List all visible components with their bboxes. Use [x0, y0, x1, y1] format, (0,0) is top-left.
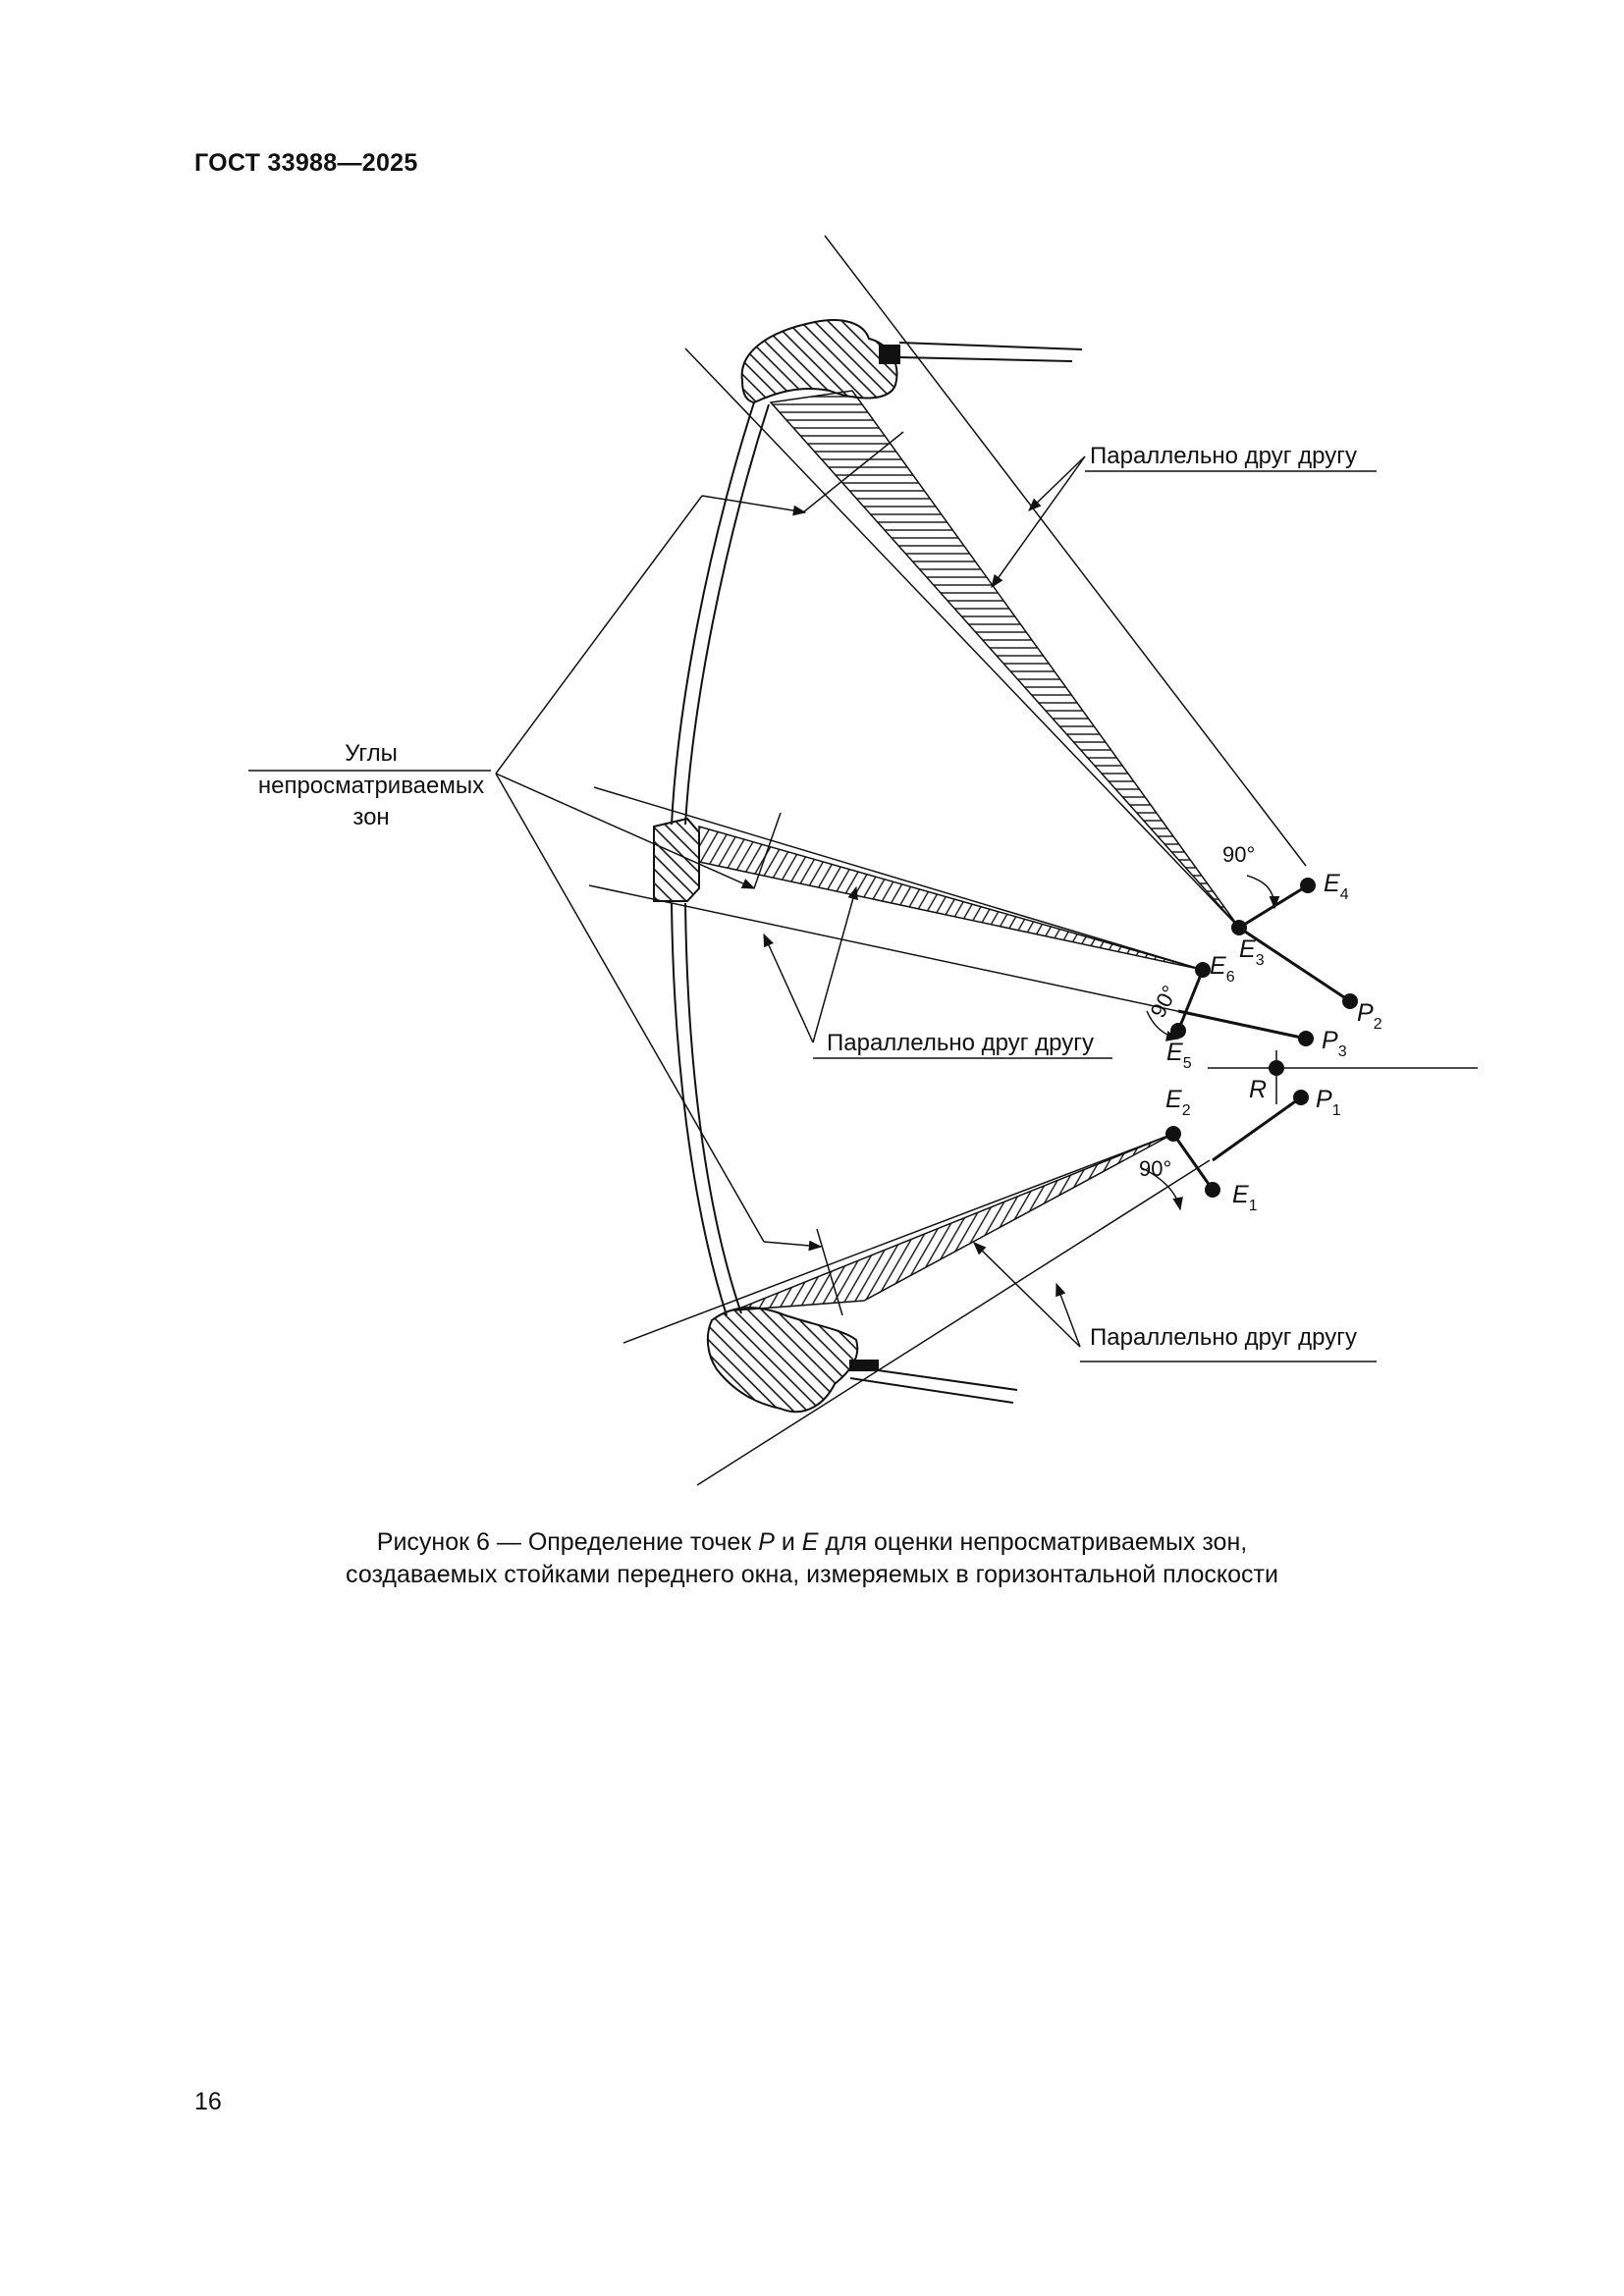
label-parallel-bottom: Параллельно друг другу	[1090, 1324, 1357, 1351]
point-E5	[1170, 1023, 1186, 1039]
top-blind-wedge	[769, 390, 1240, 929]
label-blind-angles-2: непросматриваемых	[258, 773, 484, 799]
caption-line-2: создаваемых стойками переднего окна, изм…	[346, 1561, 1278, 1588]
ref-line-mid-1	[593, 786, 1204, 971]
label-parallel-top: Параллельно друг другу	[1090, 443, 1357, 469]
angle-label-middle: 90°	[1145, 982, 1182, 1022]
label-E5: E5	[1166, 1039, 1192, 1072]
point-R	[1269, 1060, 1284, 1076]
label-blind-angles-3: зон	[352, 804, 389, 830]
point-E1	[1205, 1182, 1220, 1198]
middle-blind-wedge	[698, 826, 1204, 971]
caption-prefix: Рисунок 6 — Определение точек	[376, 1528, 759, 1556]
document-header: ГОСТ 33988—2025	[194, 149, 418, 177]
point-E4	[1300, 878, 1316, 893]
page-number: 16	[194, 2088, 222, 2115]
label-P1: P1	[1316, 1086, 1341, 1119]
label-E2: E2	[1165, 1086, 1191, 1119]
figure-caption: Рисунок 6 — Определение точек P и E для …	[0, 1526, 1624, 1591]
windshield-arc	[671, 401, 770, 1316]
point-P1	[1293, 1090, 1309, 1105]
caption-P: P	[758, 1528, 775, 1556]
caption-suffix: для оценки непросматриваемых зон,	[818, 1528, 1248, 1556]
point-E3	[1231, 920, 1247, 935]
point-E2	[1165, 1126, 1181, 1142]
caption-line-1: Рисунок 6 — Определение точек P и E для …	[0, 1526, 1624, 1559]
label-P2: P2	[1357, 999, 1382, 1033]
top-pillar-section	[740, 318, 1083, 404]
label-E4: E4	[1324, 870, 1349, 903]
figure-6-diagram: Углы непросматриваемых зон Параллельно д…	[248, 235, 1478, 1486]
label-E6: E6	[1210, 952, 1235, 986]
middle-pillar-section	[653, 817, 700, 902]
label-E1: E1	[1232, 1181, 1258, 1214]
bottom-blind-wedge	[733, 1133, 1174, 1311]
caption-E: E	[801, 1528, 819, 1556]
label-R: R	[1249, 1076, 1267, 1103]
caption-and: и	[774, 1528, 802, 1556]
ref-line-bot-2	[696, 1159, 1211, 1486]
label-blind-angles-1: Углы	[345, 740, 398, 767]
ref-line-top-2	[824, 235, 1307, 867]
ref-line-bot-1	[623, 1133, 1174, 1344]
label-parallel-middle: Параллельно друг другу	[827, 1030, 1094, 1056]
angle-label-top: 90°	[1222, 842, 1255, 867]
point-P3	[1298, 1031, 1314, 1046]
ref-line-top-1	[684, 347, 1240, 929]
point-P2	[1342, 993, 1358, 1009]
label-E3: E3	[1239, 935, 1265, 969]
bottom-pillar-section	[706, 1307, 1018, 1414]
angle-label-bottom: 90°	[1139, 1156, 1171, 1181]
label-P3: P3	[1322, 1027, 1347, 1060]
point-E6	[1195, 962, 1211, 978]
